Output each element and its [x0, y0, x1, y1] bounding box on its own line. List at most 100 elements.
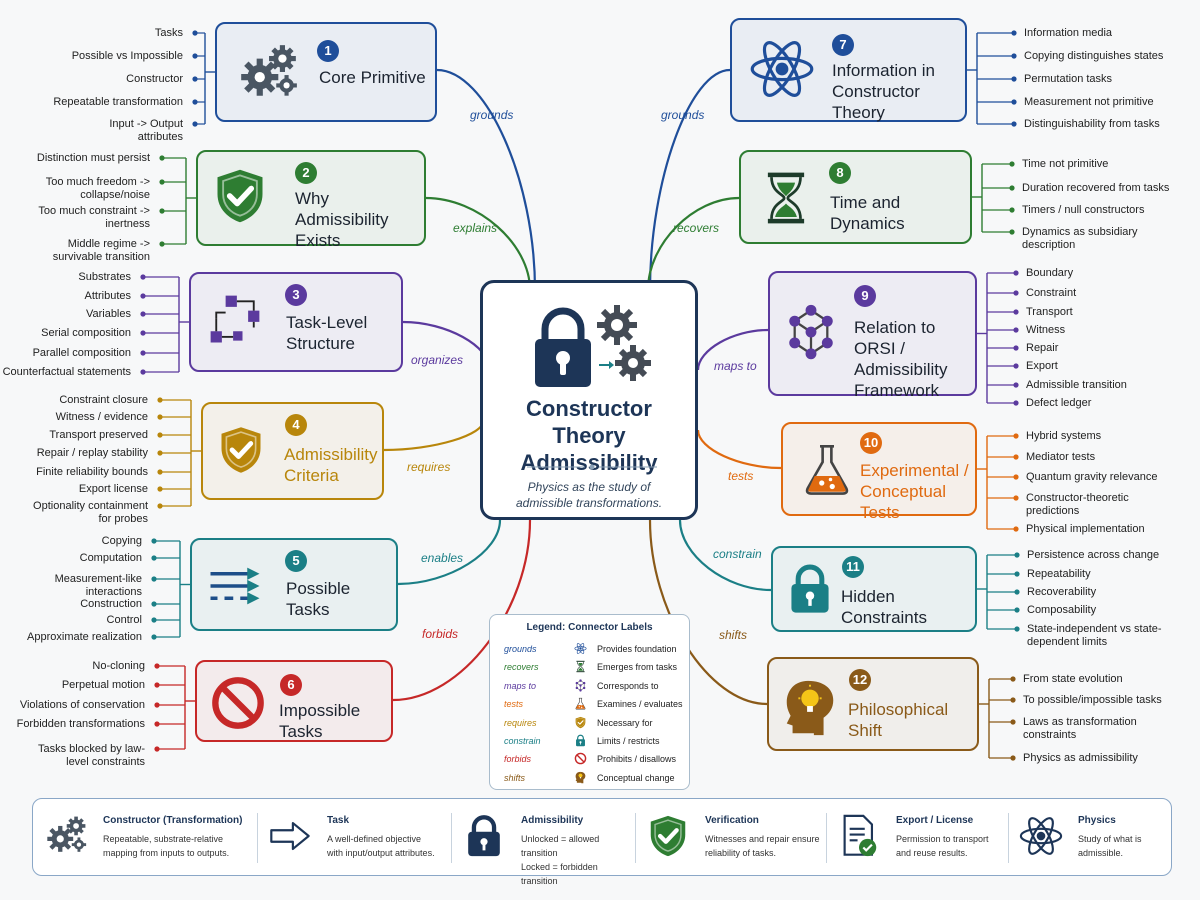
- network-icon: [789, 304, 833, 360]
- legend-row: maps to Corresponds to: [500, 679, 685, 692]
- connector-label: grounds: [470, 108, 514, 122]
- node-title-line: Admissibility: [284, 445, 378, 464]
- leaf-bullet: [1010, 755, 1016, 761]
- central-topic[interactable]: Constructor Theory Admissibility Physics…: [480, 280, 698, 520]
- node-title-line: Relation to ORSI /: [854, 318, 936, 358]
- legend-term: maps to: [504, 680, 537, 691]
- leaf-bullet: [1013, 454, 1019, 460]
- gears-icon: [47, 816, 87, 852]
- leaf-bullet: [1013, 400, 1019, 406]
- legend-description: Corresponds to: [597, 680, 659, 691]
- node-number-badge: 9: [854, 285, 876, 307]
- leaf-item: State-independent vs state-dependent lim…: [1027, 623, 1162, 648]
- connector-label: organizes: [411, 353, 464, 367]
- leaf-item: Middle regime -> survivable transition: [52, 238, 150, 263]
- node-title-line: Why Admissibility: [295, 189, 389, 229]
- node-title-line: Experimental /: [860, 461, 969, 480]
- leaf-bullet: [151, 634, 157, 640]
- leaf-item: Persistence across change: [1027, 549, 1160, 561]
- leaf-item: Permutation tasks: [1024, 73, 1113, 85]
- node-title-line: Task-Level: [286, 313, 368, 332]
- glossary-description-line: A well-defined objective: [327, 834, 422, 844]
- atom-icon: [574, 643, 587, 654]
- leaf-bullet: [157, 469, 163, 475]
- connector-line: [646, 196, 740, 291]
- flow-blocks-icon: [210, 295, 260, 343]
- leaf-bullet: [140, 369, 146, 375]
- connector-line: [425, 196, 532, 291]
- leaf-item: Time not primitive: [1022, 158, 1109, 170]
- central-subtitle-line2: admissible transformations.: [515, 496, 663, 510]
- glossary-title: Task: [327, 815, 350, 826]
- legend-description: Emerges from tasks: [597, 662, 678, 673]
- connector-label: enables: [421, 551, 464, 565]
- central-title: Constructor Theory Admissibility: [483, 395, 695, 476]
- glossary-title: Constructor (Transformation): [103, 815, 243, 826]
- leaf-item: Tasks: [154, 27, 183, 39]
- flask-icon: [805, 444, 849, 495]
- leaf-item: Computation: [79, 552, 142, 564]
- legend-term: requires: [504, 717, 537, 728]
- connector-line: [696, 429, 782, 470]
- glossary-description-line: admissible.: [1078, 848, 1124, 858]
- leaf-bullet: [154, 721, 160, 727]
- leaf-item: Input -> Output attributes: [109, 118, 183, 143]
- node-title: Hidden Constraints: [841, 586, 975, 628]
- leaf-bullet: [1014, 626, 1020, 632]
- leaf-item: Tasks blocked by law-level constraints: [38, 743, 145, 768]
- shield-check-icon: [217, 169, 263, 223]
- legend-description: Examines / evaluates: [597, 699, 683, 710]
- leaf-bullet: [140, 274, 146, 280]
- leaf-bullet: [1009, 185, 1015, 191]
- leaf-bullet: [157, 450, 163, 456]
- node-title-line: Time and Dynamics: [830, 193, 905, 233]
- legend-term: recovers: [504, 662, 539, 673]
- lock-icon: [791, 564, 829, 613]
- glossary-description-line: Unlocked = allowed transition: [521, 834, 600, 858]
- leaf-item: Forbidden transformations: [16, 718, 145, 730]
- leaf-item: Measurement not primitive: [1024, 96, 1154, 108]
- legend-term: forbids: [504, 754, 532, 765]
- leaf-bullet: [1013, 474, 1019, 480]
- glossary-description-line: mapping from inputs to outputs.: [103, 848, 230, 858]
- leaf-item: No-cloning: [92, 660, 145, 672]
- glossary-description-line: Locked = forbidden transition: [521, 862, 598, 886]
- node-title: Core Primitive: [319, 67, 426, 88]
- leaf-item: From state evolution: [1023, 673, 1123, 685]
- leaf-bullet: [159, 241, 165, 247]
- lock-icon: [468, 815, 500, 857]
- connector-label: explains: [453, 221, 498, 235]
- legend-term: constrain: [504, 736, 541, 746]
- leaf-bullet: [159, 208, 165, 214]
- leaf-item: Repair: [1026, 342, 1059, 354]
- leaf-bullet: [154, 682, 160, 688]
- legend-description: Conceptual change: [597, 772, 675, 783]
- leaf-item: Defect ledger: [1026, 397, 1092, 409]
- prohibited-icon: [212, 677, 264, 729]
- leaf-item: Admissible transition: [1026, 379, 1127, 391]
- leaf-bullet: [1011, 76, 1017, 82]
- connector-line: [383, 419, 486, 452]
- document-check-icon: [843, 814, 877, 857]
- leaf-bullet: [159, 179, 165, 185]
